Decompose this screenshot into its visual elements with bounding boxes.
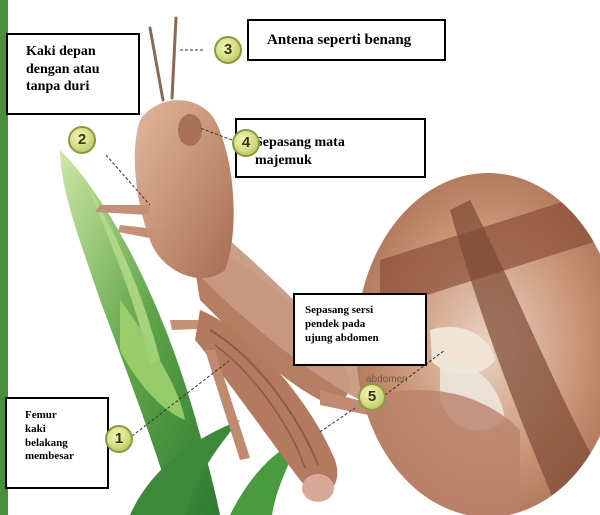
marker-1-badge: 1 bbox=[105, 425, 133, 453]
femur-label-line-2: kaki bbox=[25, 423, 107, 437]
eyes-label: Sepasang mata majemuk bbox=[235, 118, 426, 178]
front-leg-label-line-2: dengan atau bbox=[26, 61, 138, 79]
femur-label: Femur kaki belakang membesar bbox=[5, 397, 109, 489]
antenna-label-text: Antena seperti benang bbox=[267, 31, 444, 50]
marker-3-badge: 3 bbox=[214, 36, 242, 64]
cerci-label-line-3: ujung abdomen bbox=[305, 332, 425, 346]
femur-label-line-3: belakang bbox=[25, 437, 107, 451]
marker-2-badge: 2 bbox=[68, 126, 96, 154]
front-leg-label: Kaki depan dengan atau tanpa duri bbox=[6, 33, 140, 115]
femur-label-line-4: membesar bbox=[25, 450, 107, 464]
antenna-label: Antena seperti benang bbox=[247, 19, 446, 61]
cerci-label-line-2: pendek pada bbox=[305, 318, 425, 332]
cerci-label-line-1: Sepasang sersi bbox=[305, 304, 425, 318]
eyes-label-line-2: majemuk bbox=[255, 152, 424, 170]
marker-5-badge: 5 bbox=[358, 383, 386, 411]
femur-label-line-1: Femur bbox=[25, 409, 107, 423]
inset-caption: abdomen bbox=[366, 374, 408, 385]
antennae bbox=[150, 18, 176, 100]
cerci-label: Sepasang sersi pendek pada ujung abdomen bbox=[293, 293, 427, 366]
eyes-label-line-1: Sepasang mata bbox=[255, 134, 424, 152]
marker-4-badge: 4 bbox=[232, 129, 260, 157]
front-leg-label-line-1: Kaki depan bbox=[26, 43, 138, 61]
front-leg-label-line-3: tanpa duri bbox=[26, 78, 138, 96]
